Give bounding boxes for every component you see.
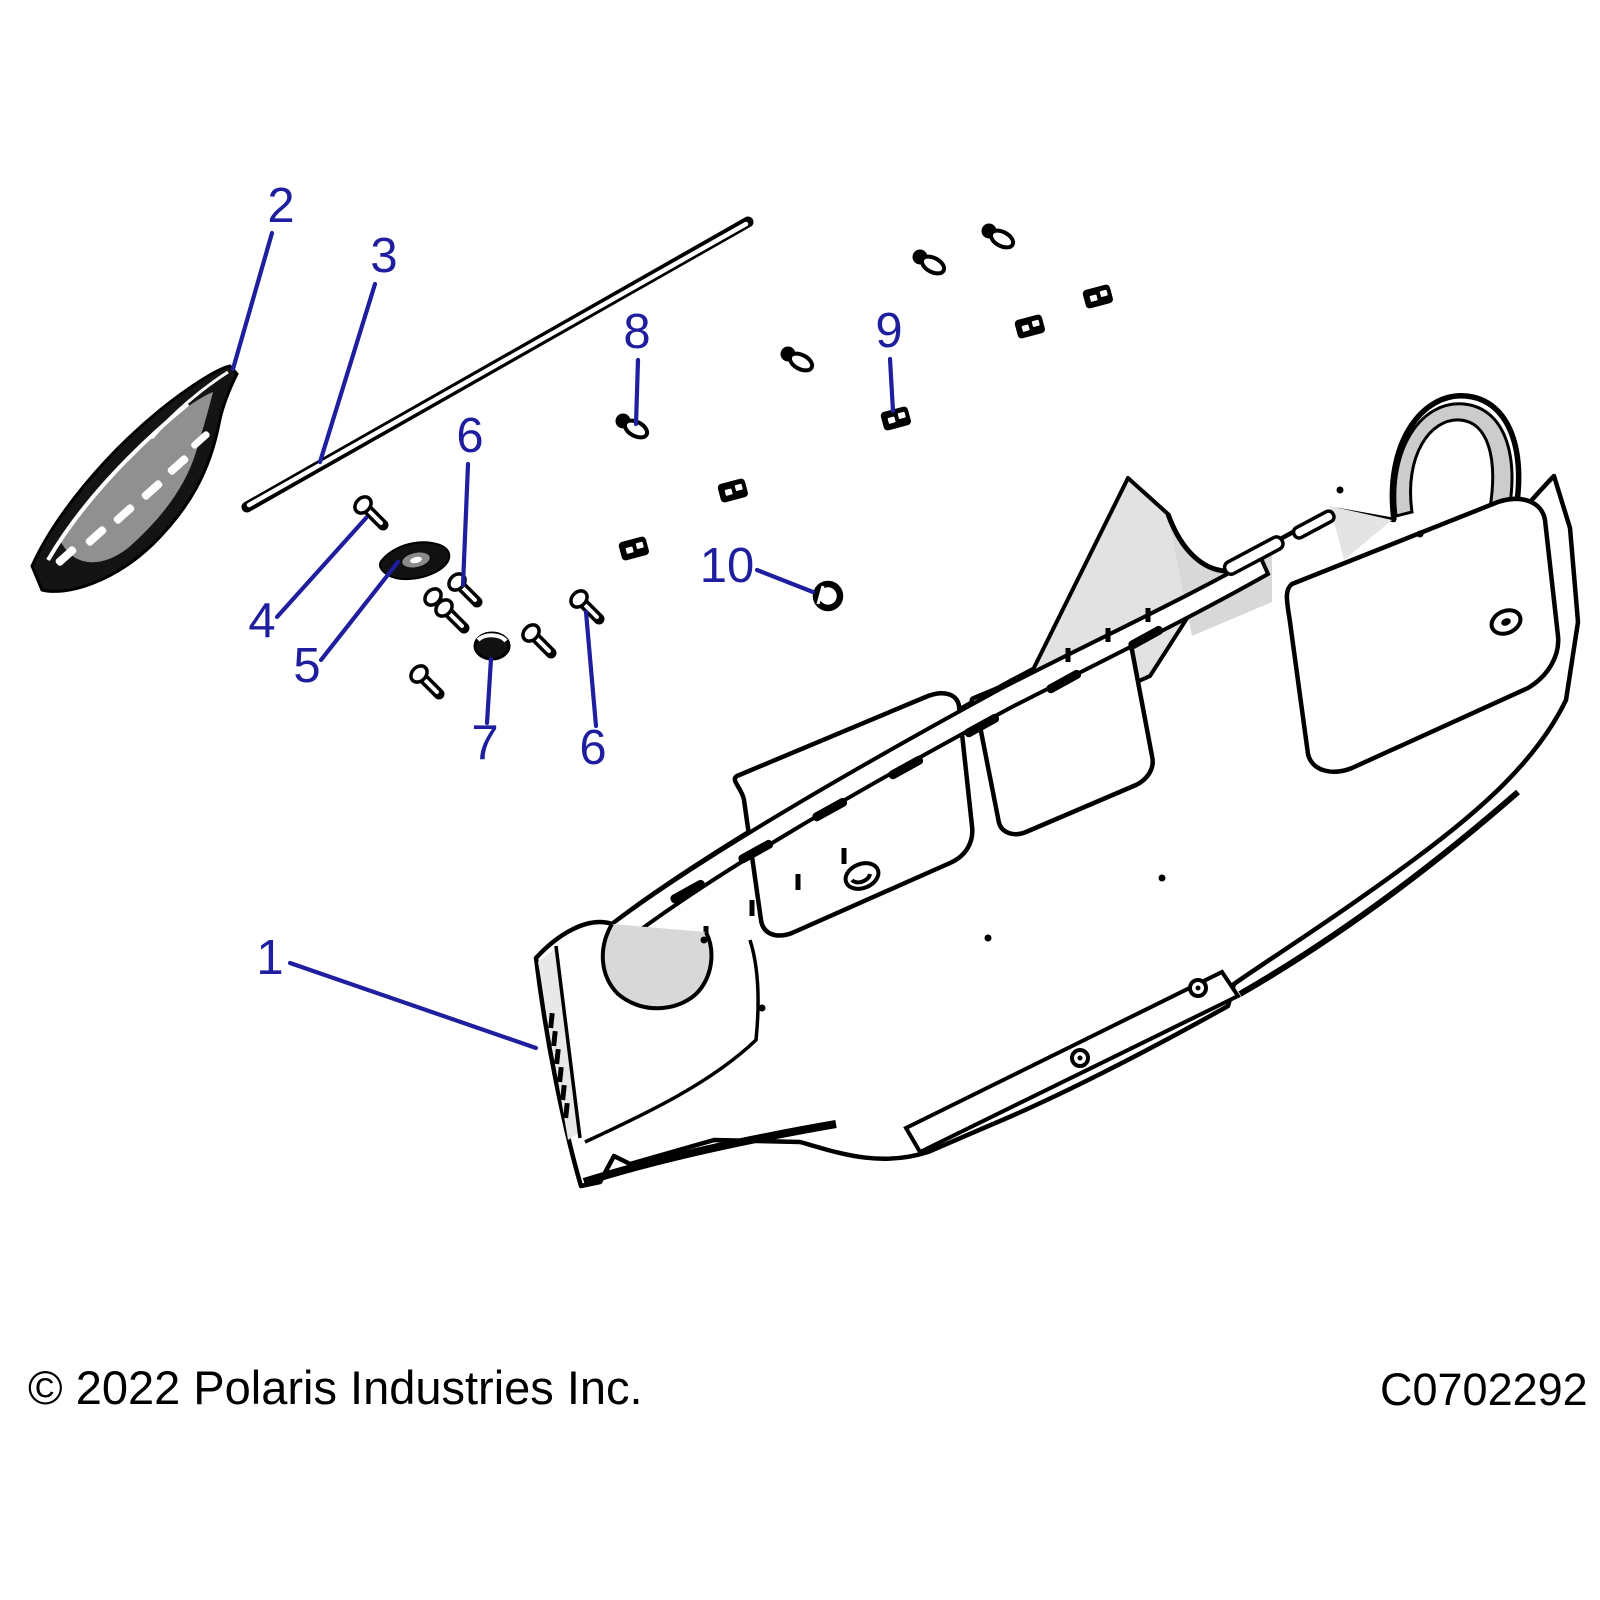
callout-leader-10 [754, 567, 816, 595]
callout-label-8: 8 [623, 305, 650, 359]
fastener-screws [352, 494, 599, 694]
rivet-part8 [613, 411, 652, 443]
callout-label-9: 9 [875, 304, 902, 358]
callout-label-2: 2 [267, 179, 294, 233]
seal-rod-part [241, 216, 754, 513]
callout-leader-5 [318, 559, 401, 663]
screw [520, 622, 551, 653]
vent-trim-part [30, 364, 239, 593]
callout-label-6: 6 [579, 721, 606, 775]
callout-label-6: 6 [456, 409, 483, 463]
screw [408, 663, 439, 694]
callout-leader-2 [230, 230, 275, 372]
callout-label-1: 1 [256, 931, 283, 985]
callout-label-4: 4 [248, 594, 275, 648]
ring-grommet-part10 [812, 580, 844, 612]
trim-clip-part5 [379, 541, 451, 581]
clip-part9 [879, 405, 912, 432]
callout-label-5: 5 [293, 639, 320, 693]
callout-leader-1 [287, 960, 539, 1051]
rivet [778, 344, 817, 376]
rivet [979, 221, 1018, 253]
callout-leader-9 [887, 356, 896, 414]
fastener-rivets [613, 221, 1018, 443]
callout-leader-8 [633, 357, 641, 427]
clip [1081, 283, 1114, 310]
copyright-text: © 2022 Polaris Industries Inc. [28, 1361, 643, 1414]
callout-label-3: 3 [370, 229, 397, 283]
screw-part6 [568, 588, 599, 619]
callout-leader-6 [460, 461, 471, 588]
callout-leader-3 [317, 281, 378, 465]
callout-label-10: 10 [700, 539, 755, 593]
callout-layer: 2 3 6 8 9 45 10 7 6 1 [230, 179, 903, 1051]
diagram-reference-code: C0702292 [1380, 1364, 1588, 1415]
clip [1013, 313, 1046, 340]
dash-panel-part [533, 393, 1581, 1189]
callout-leader-4 [274, 515, 369, 620]
callout-label-7: 7 [471, 716, 498, 770]
rivet [910, 247, 949, 279]
callout-leader-6 [583, 609, 599, 729]
clip [617, 535, 650, 562]
callout-leader-7 [484, 656, 494, 726]
fastener-clips [617, 283, 1114, 562]
clip [716, 477, 749, 504]
cap-grommet-part7 [473, 631, 511, 661]
screw-part4 [352, 494, 383, 525]
